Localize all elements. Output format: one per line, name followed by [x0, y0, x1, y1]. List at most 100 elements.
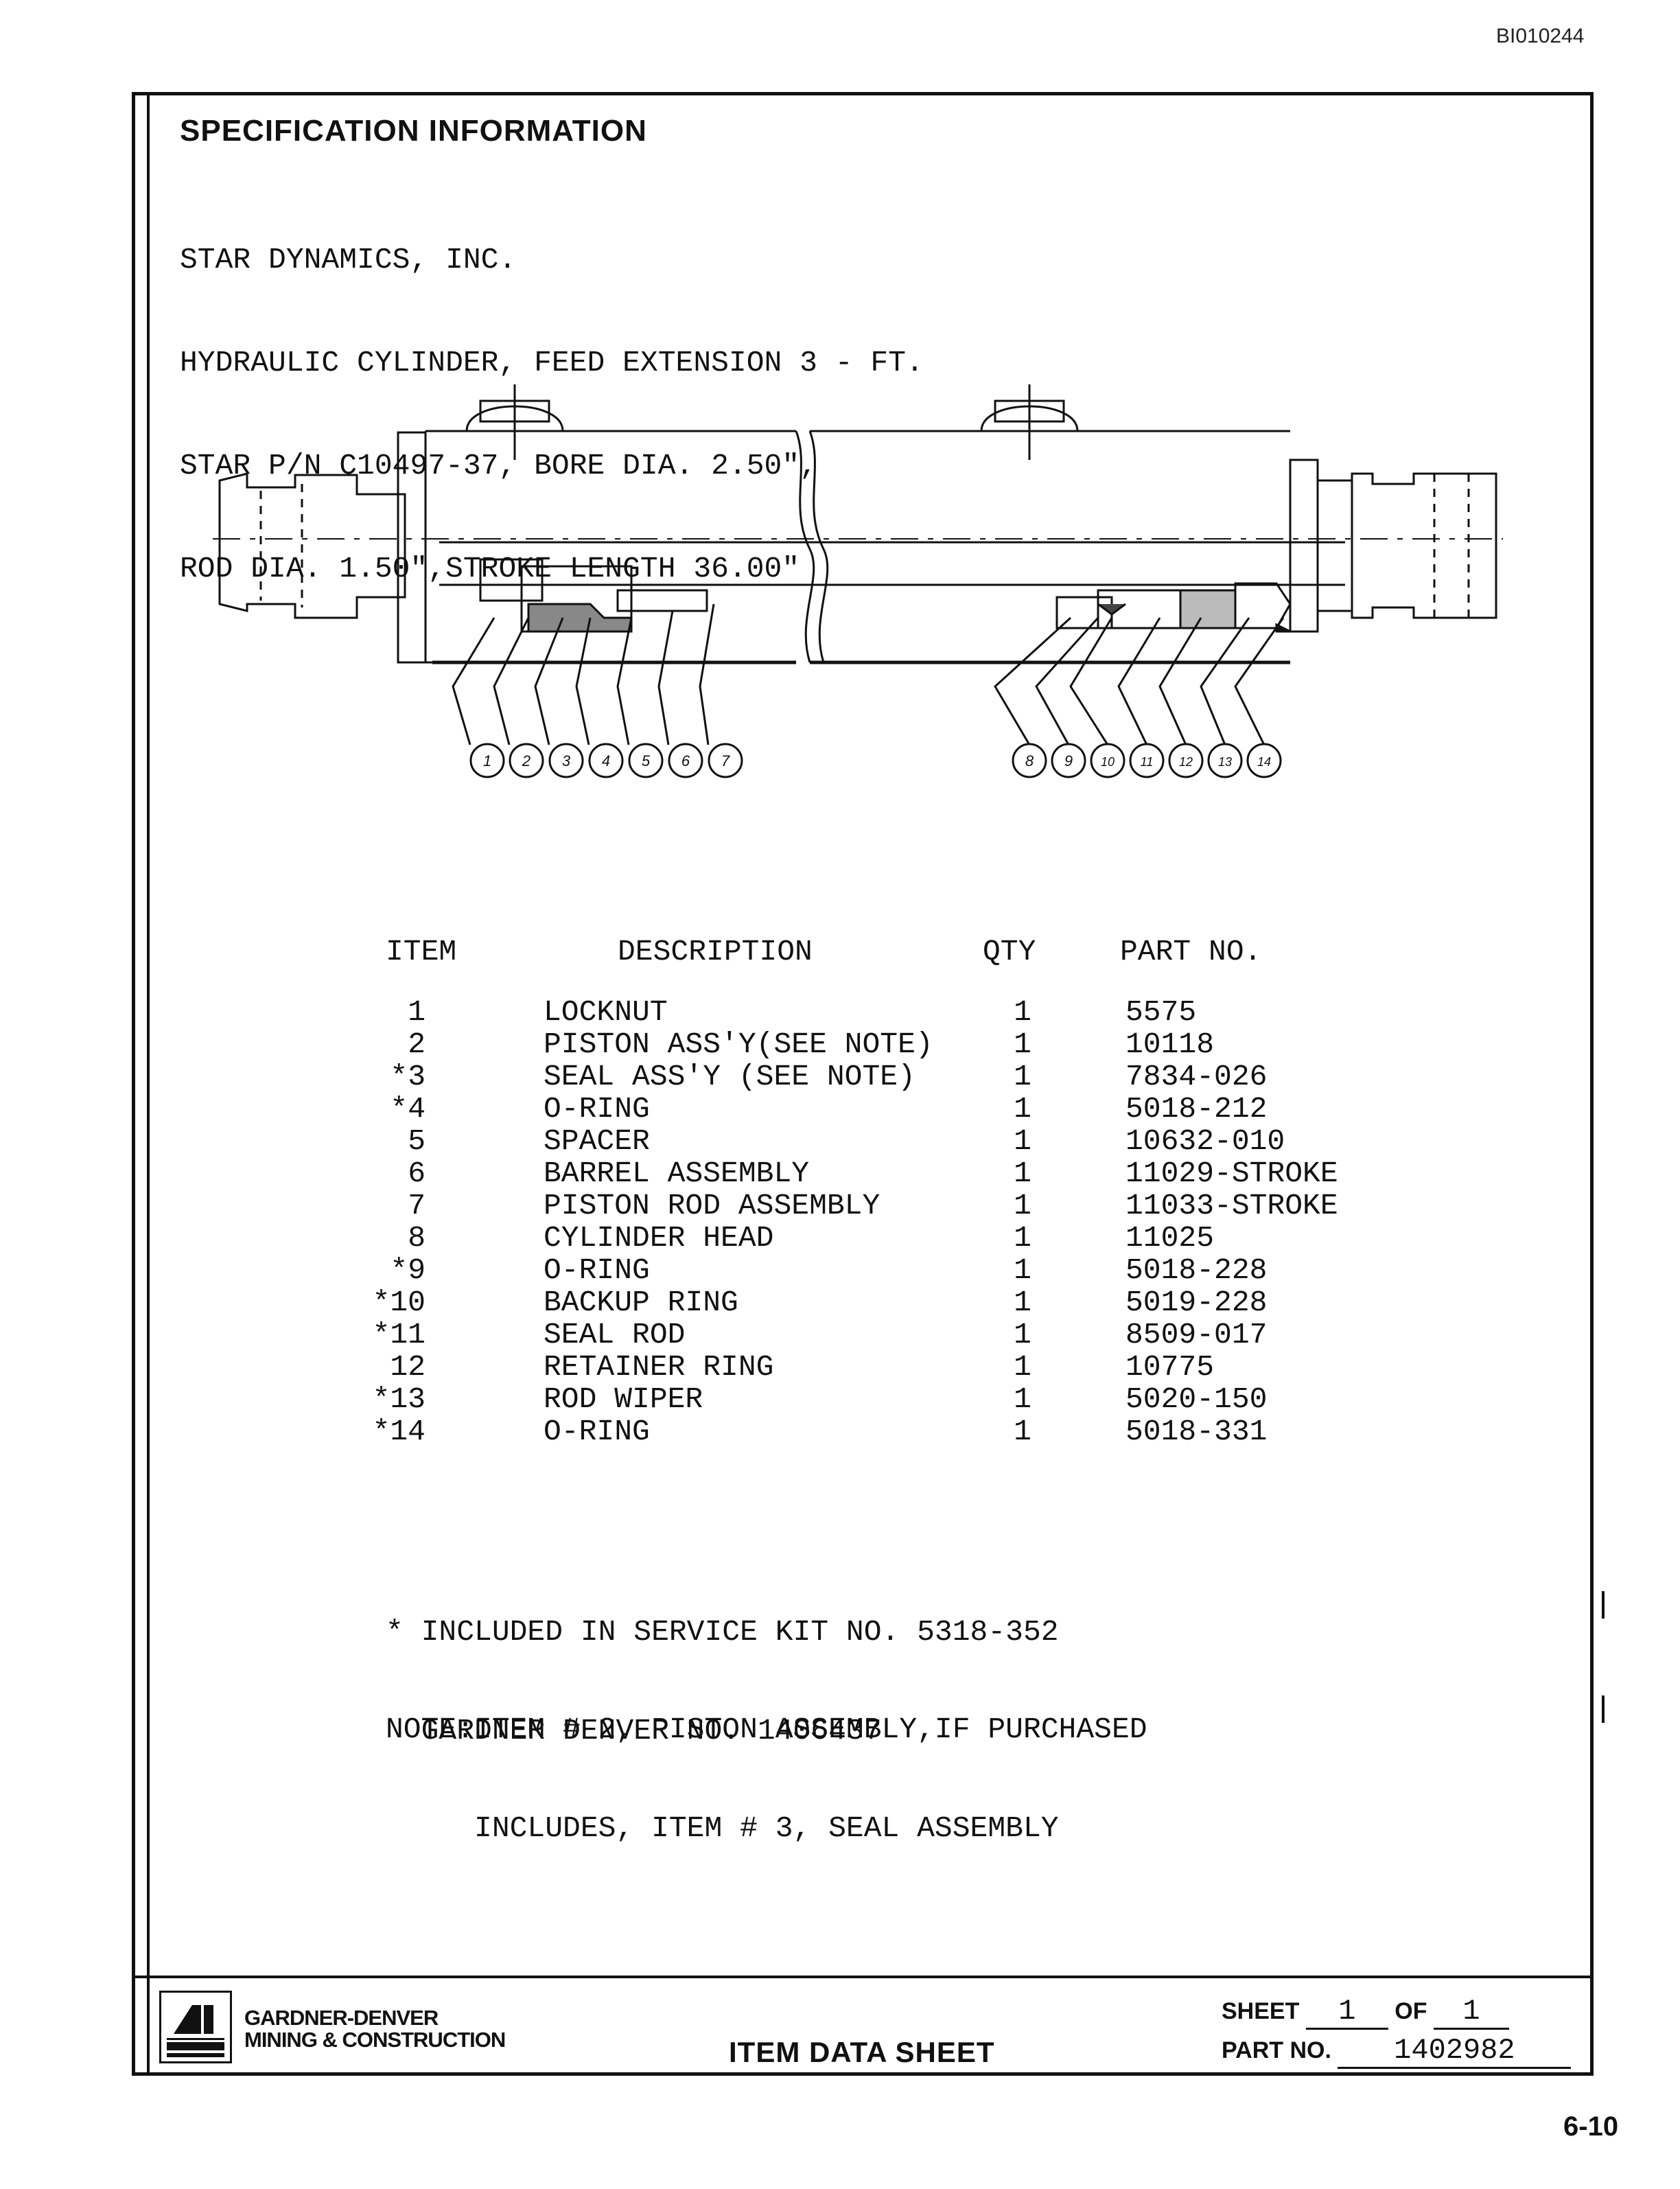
table-row: *9 O-RING 1 5018-228 — [343, 1253, 1441, 1287]
cooper-logo — [159, 1991, 232, 2063]
cell-item: 12 — [390, 1350, 425, 1384]
cell-qty: 1 — [1014, 1253, 1031, 1287]
callout-label: 1 — [483, 752, 491, 769]
cell-item: *4 — [390, 1092, 425, 1126]
cell-item: 1 — [408, 995, 425, 1029]
cell-item: 7 — [408, 1189, 425, 1223]
sheet-info: SHEET 1 OF 1 PART NO. 1402982 — [1222, 1995, 1572, 2069]
cell-qty: 1 — [1014, 1350, 1031, 1384]
cell-qty: 1 — [1014, 1060, 1031, 1093]
cell-description: O-RING — [544, 1253, 650, 1287]
callout-label: 7 — [721, 752, 730, 769]
cell-part-no: 5575 — [1125, 995, 1197, 1029]
cell-part-no: 5020-150 — [1125, 1382, 1268, 1416]
table-row: *3 SEAL ASS'Y (SEE NOTE) 1 7834-026 — [343, 1060, 1441, 1093]
cell-qty: 1 — [1014, 1415, 1031, 1448]
cell-part-no: 10632-010 — [1125, 1124, 1285, 1158]
table-header-item: ITEM — [386, 935, 457, 969]
cell-item: 5 — [408, 1124, 425, 1158]
cell-part-no: 11025 — [1125, 1221, 1215, 1255]
callout-group-right — [1012, 743, 1282, 778]
callout-label: 12 — [1179, 755, 1193, 769]
cell-description: SEAL ASS'Y (SEE NOTE) — [544, 1060, 915, 1093]
company-line: GARDNER-DENVER — [244, 2006, 439, 2030]
assembly-note-line: NOTE:ITEM # 2, PISTON ASSEMBLY,IF PURCHA… — [386, 1713, 1147, 1746]
cell-part-no: 11029-STROKE — [1125, 1157, 1338, 1190]
cell-item: 2 — [408, 1028, 425, 1061]
cylinder-drawing: 1 2 3 4 5 6 7 8 9 10 11 12 13 14 — [213, 384, 1503, 778]
table-header-part-no: PART NO. — [1120, 935, 1262, 969]
cell-item: *14 — [372, 1415, 425, 1448]
spec-heading: SPECIFICATION INFORMATION — [180, 114, 647, 148]
company-name: GARDNER-DENVER MINING & CONSTRUCTION — [244, 2006, 506, 2051]
cell-part-no: 10118 — [1125, 1028, 1215, 1061]
cell-description: O-RING — [544, 1415, 650, 1448]
cell-item: *9 — [390, 1253, 425, 1287]
cell-qty: 1 — [1014, 1157, 1031, 1190]
cell-item: 6 — [408, 1157, 425, 1190]
table-row: 7 PISTON ROD ASSEMBLY 1 11033-STROKE — [343, 1189, 1441, 1223]
callout-label: 10 — [1101, 755, 1115, 769]
cell-qty: 1 — [1014, 1092, 1031, 1126]
document-id: BI010244 — [1496, 25, 1585, 47]
callout-label: 14 — [1257, 755, 1271, 769]
scan-mark — [1602, 1591, 1605, 1619]
footer-divider — [132, 1976, 1594, 1978]
table-row: *10 BACKUP RING 1 5019-228 — [343, 1286, 1441, 1319]
part-label: PART NO. — [1222, 2037, 1331, 2063]
cell-description: SPACER — [544, 1124, 650, 1158]
assembly-note: NOTE:ITEM # 2, PISTON ASSEMBLY,IF PURCHA… — [386, 1647, 1147, 1878]
cell-item: *3 — [390, 1060, 425, 1093]
callout-label: 5 — [642, 752, 651, 769]
cell-qty: 1 — [1014, 1221, 1031, 1255]
cell-qty: 1 — [1014, 1286, 1031, 1319]
service-kit-line: * INCLUDED IN SERVICE KIT NO. 5318-352 — [386, 1615, 1059, 1649]
spec-line: HYDRAULIC CYLINDER, FEED EXTENSION 3 - F… — [180, 346, 924, 380]
cell-description: RETAINER RING — [544, 1350, 774, 1384]
cell-item: *10 — [372, 1286, 425, 1319]
cell-part-no: 5019-228 — [1125, 1286, 1268, 1319]
cell-qty: 1 — [1014, 1189, 1031, 1223]
page-number: 6-10 — [1563, 2111, 1619, 2142]
cell-part-no: 11033-STROKE — [1125, 1189, 1338, 1223]
cell-part-no: 5018-331 — [1125, 1415, 1268, 1448]
frame-inner-line — [147, 92, 150, 2073]
callout-label: 3 — [562, 752, 571, 769]
cell-part-no: 10775 — [1125, 1350, 1215, 1384]
of-label: OF — [1395, 1998, 1427, 2024]
cell-qty: 1 — [1014, 1318, 1031, 1352]
cell-item: *11 — [372, 1318, 425, 1352]
cell-part-no: 5018-212 — [1125, 1092, 1268, 1126]
callout-label: 9 — [1064, 752, 1073, 769]
assembly-note-line: INCLUDES, ITEM # 3, SEAL ASSEMBLY — [386, 1811, 1059, 1845]
table-row: 5 SPACER 1 10632-010 — [343, 1124, 1441, 1158]
callout-group-left — [469, 743, 743, 778]
sheet-number: 1 — [1305, 1995, 1388, 2030]
cell-description: CYLINDER HEAD — [544, 1221, 774, 1255]
cell-description: O-RING — [544, 1092, 650, 1126]
cell-description: SEAL ROD — [544, 1318, 686, 1352]
page-frame — [132, 92, 1594, 2076]
cell-item: *13 — [372, 1382, 425, 1416]
cell-part-no: 7834-026 — [1125, 1060, 1268, 1093]
callout-label: 8 — [1025, 752, 1034, 769]
scan-mark — [1602, 1695, 1605, 1723]
spec-line: STAR P/N C10497-37, BORE DIA. 2.50", — [180, 449, 817, 483]
cell-description: PISTON ROD ASSEMBLY — [544, 1189, 880, 1223]
callout-label: 2 — [522, 752, 530, 769]
sheet-label: SHEET — [1222, 1998, 1300, 2024]
item-data-sheet-title: ITEM DATA SHEET — [729, 2036, 995, 2068]
cell-part-no: 8509-017 — [1125, 1318, 1268, 1352]
cell-description: BACKUP RING — [544, 1286, 738, 1319]
cell-qty: 1 — [1014, 1382, 1031, 1416]
cell-qty: 1 — [1014, 1028, 1031, 1061]
sheet-total: 1 — [1433, 1995, 1509, 2030]
cell-part-no: 5018-228 — [1125, 1253, 1268, 1287]
table-row: *11 SEAL ROD 1 8509-017 — [343, 1318, 1441, 1352]
cell-qty: 1 — [1014, 1124, 1031, 1158]
table-row: 12 RETAINER RING 1 10775 — [343, 1350, 1441, 1384]
